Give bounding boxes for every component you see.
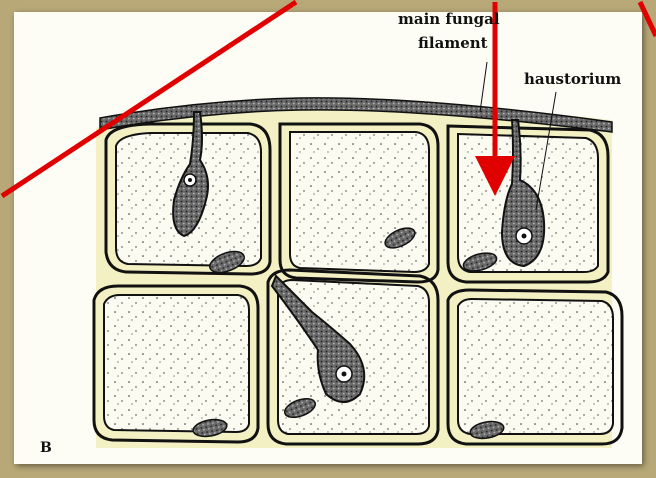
label-filament: filament <box>418 34 488 52</box>
label-haustorium: haustorium <box>524 70 621 88</box>
red-diagonal-line-right <box>640 2 656 36</box>
cell-upper-middle <box>280 124 438 282</box>
label-main-fungal: main fungal <box>398 10 500 28</box>
cell-lower-left <box>94 286 258 442</box>
filament-leader-line <box>480 62 487 112</box>
panel-label: B <box>40 440 52 456</box>
cell-lower-right <box>448 290 622 444</box>
